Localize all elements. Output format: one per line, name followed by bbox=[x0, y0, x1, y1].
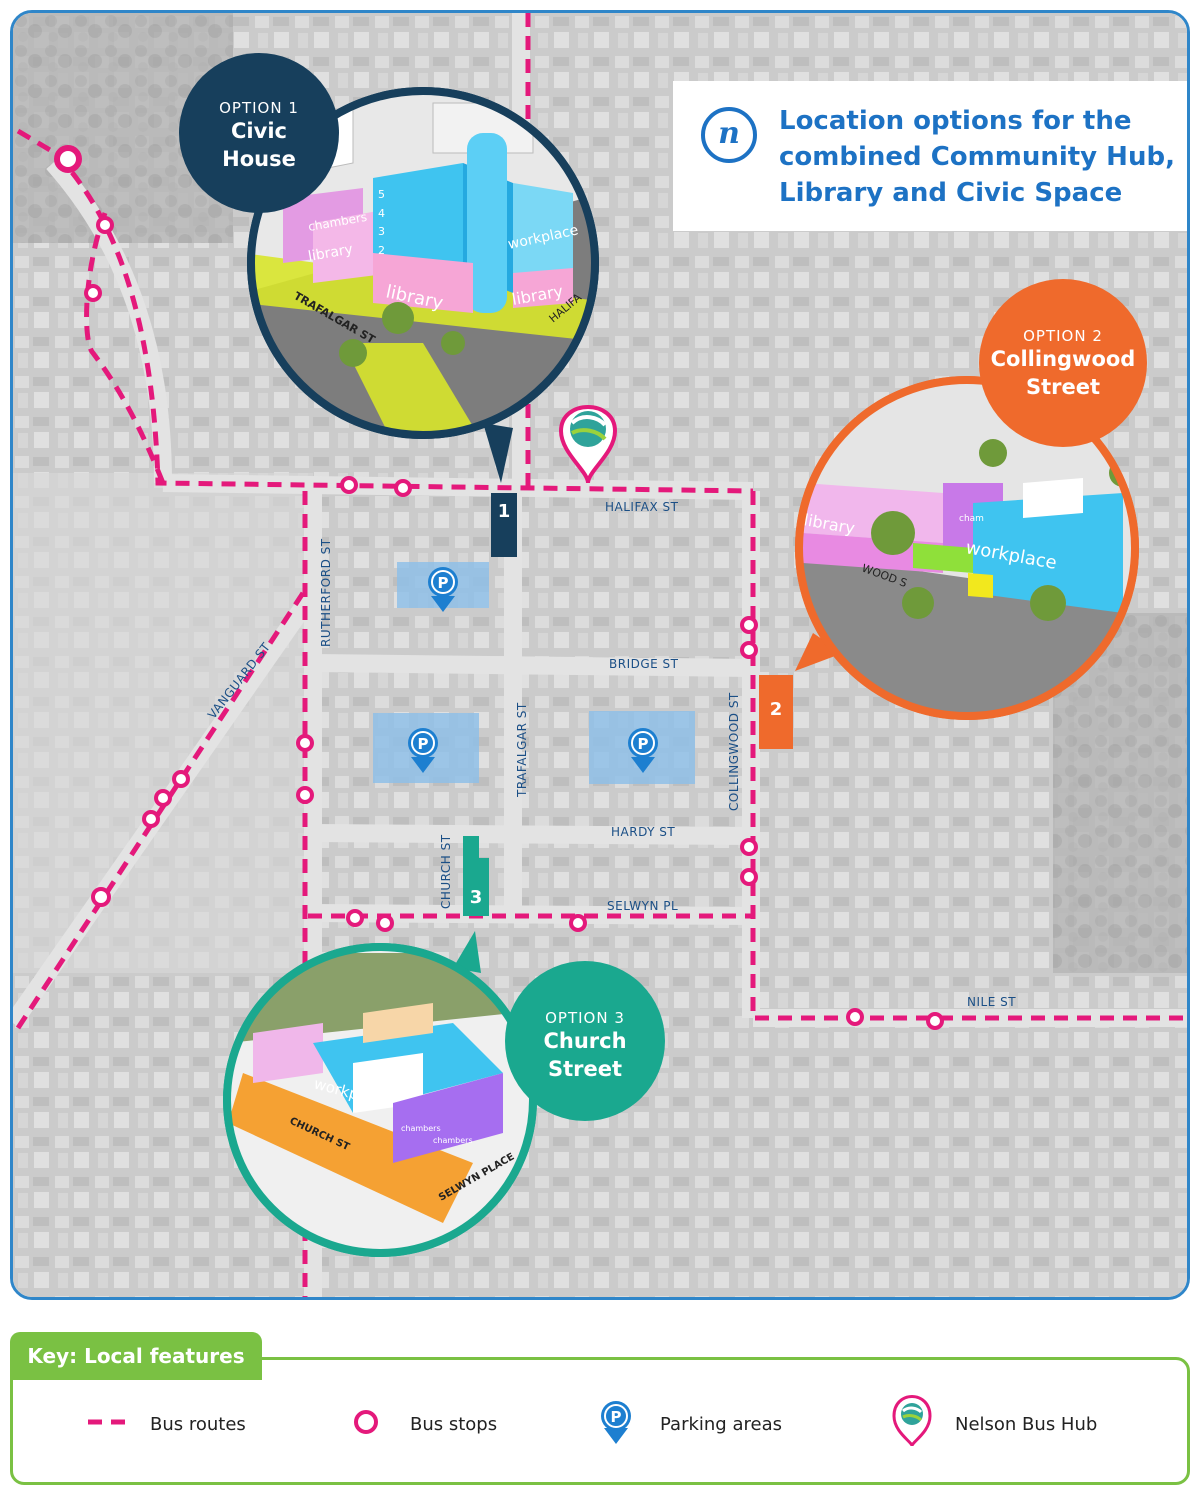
option-3-pointer bbox=[453, 931, 481, 973]
key-label-bus-hub: Nelson Bus Hub bbox=[955, 1414, 1098, 1435]
option-1-pointer bbox=[483, 423, 513, 483]
option-2-marker[interactable]: 2 bbox=[769, 699, 783, 720]
svg-text:chambers: chambers bbox=[401, 1124, 441, 1133]
key-label-bus-routes: Bus routes bbox=[150, 1414, 246, 1435]
parking-icon: P bbox=[428, 567, 458, 612]
map-title: Location options for the combined Commun… bbox=[779, 103, 1179, 211]
svg-text:P: P bbox=[418, 735, 429, 753]
svg-text:2: 2 bbox=[378, 244, 385, 257]
option-2-name: Collingwood bbox=[990, 347, 1136, 371]
street-label-rutherford: RUTHERFORD ST bbox=[319, 538, 333, 647]
key-title: Key: Local features bbox=[10, 1332, 262, 1380]
option-3-label: OPTION 3 bbox=[545, 1009, 625, 1027]
svg-text:3: 3 bbox=[378, 225, 385, 238]
option-3-marker[interactable]: 3 bbox=[469, 887, 483, 908]
svg-text:4: 4 bbox=[378, 207, 385, 220]
key-label-parking: Parking areas bbox=[660, 1414, 782, 1435]
option-2-site bbox=[759, 675, 793, 749]
option-3-site bbox=[463, 836, 489, 916]
option-1-label: OPTION 1 bbox=[219, 99, 299, 117]
svg-text:5: 5 bbox=[378, 188, 385, 201]
map-title-line: Location options for the bbox=[779, 106, 1132, 136]
map-title-box: n Location options for the combined Comm… bbox=[673, 81, 1187, 231]
option-1-site bbox=[491, 493, 517, 557]
svg-text:P: P bbox=[438, 574, 449, 592]
street-label-nile: NILE ST bbox=[967, 995, 1017, 1009]
option-1-badge[interactable]: OPTION 1 Civic House bbox=[179, 53, 339, 213]
street-label-church: CHURCH ST bbox=[439, 834, 453, 909]
option-2-label: OPTION 2 bbox=[1023, 327, 1103, 345]
street-label-hardy: HARDY ST bbox=[611, 825, 676, 839]
nelson-bus-hub-icon bbox=[558, 405, 618, 484]
option-3-name: Street bbox=[547, 1057, 623, 1081]
nelson-logo-icon: n bbox=[701, 107, 757, 163]
svg-text:chambers: chambers bbox=[433, 1136, 473, 1145]
key-label-bus-stops: Bus stops bbox=[410, 1414, 498, 1435]
street-label-halifax: HALIFAX ST bbox=[605, 500, 679, 514]
option-1-name: Civic bbox=[231, 119, 287, 143]
parking-icon: P bbox=[628, 728, 658, 773]
svg-text:cham: cham bbox=[959, 514, 984, 524]
map-title-line: combined Community Hub, bbox=[779, 142, 1175, 172]
svg-text:P: P bbox=[638, 735, 649, 753]
street-label-trafalgar: TRAFALGAR ST bbox=[515, 702, 529, 797]
aerial-commercial-area bbox=[13, 473, 313, 973]
option-2-badge[interactable]: OPTION 2 Collingwood Street bbox=[979, 279, 1147, 447]
option-1-name: House bbox=[222, 147, 296, 171]
svg-text:library: library bbox=[307, 241, 354, 265]
bus-stops bbox=[54, 145, 944, 1030]
option-3-render: workplace chambers chambers CHURCH ST SE… bbox=[223, 943, 537, 1257]
street-label-selwyn-pl: SELWYN PL bbox=[607, 899, 679, 913]
option-3-name: Church bbox=[543, 1029, 627, 1053]
parking-icon: P bbox=[408, 728, 438, 773]
map-panel[interactable]: P P P bbox=[10, 10, 1190, 1300]
street-label-collingwood: COLLINGWOOD ST bbox=[727, 692, 741, 811]
option-2-pointer bbox=[795, 633, 843, 671]
option-3-badge[interactable]: OPTION 3 Church Street bbox=[505, 961, 665, 1121]
map-title-line: Library and Civic Space bbox=[779, 178, 1123, 208]
option-2-name: Street bbox=[1025, 375, 1101, 399]
map-key bbox=[10, 1357, 1190, 1485]
street-label-bridge: BRIDGE ST bbox=[609, 657, 679, 671]
option-1-marker[interactable]: 1 bbox=[497, 501, 511, 522]
